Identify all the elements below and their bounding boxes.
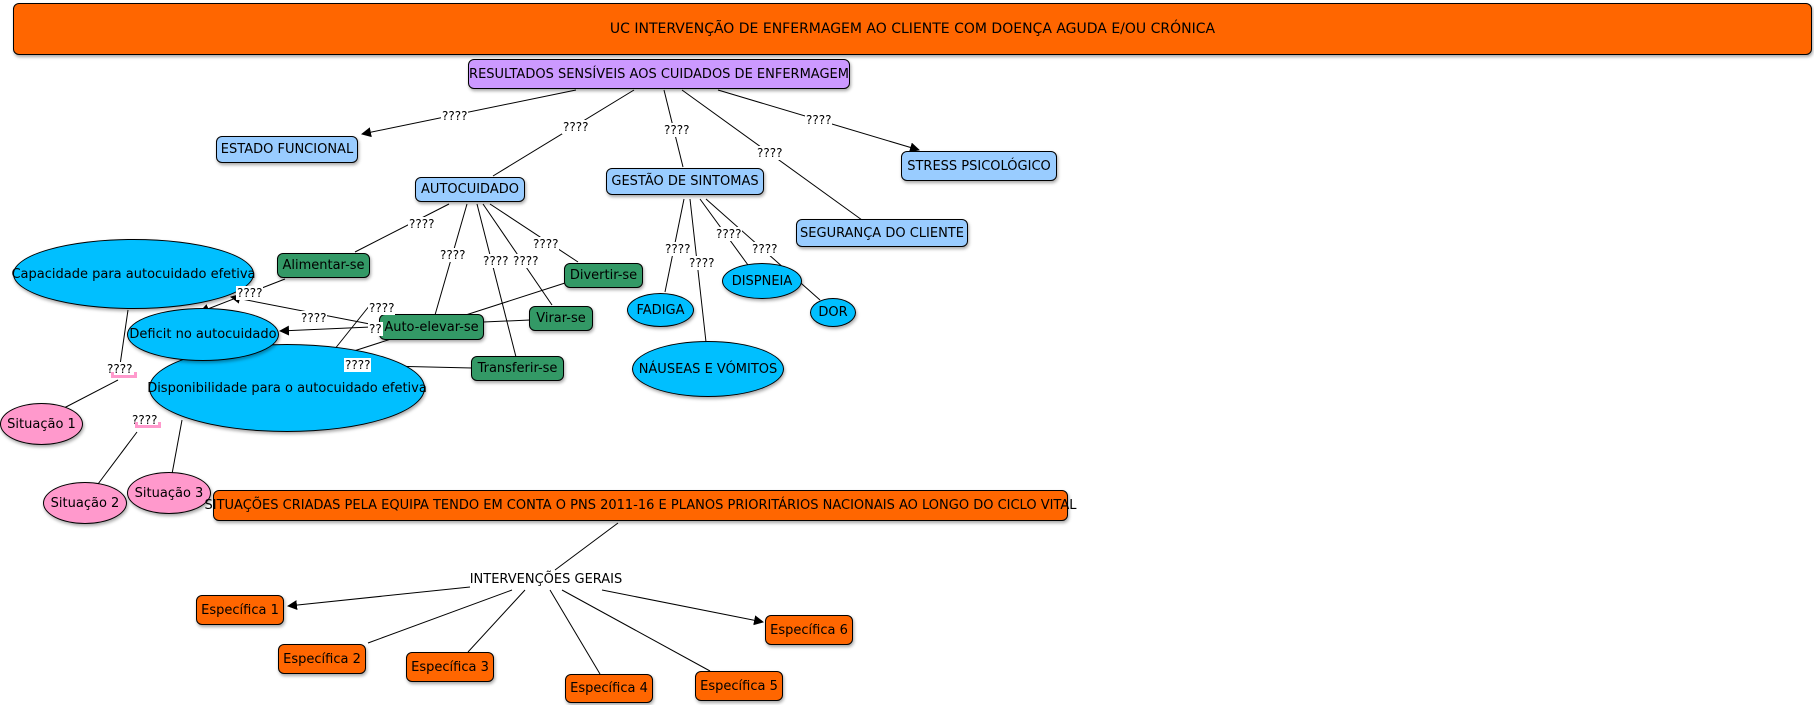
- node-especifica-2-label: Específica 2: [283, 651, 361, 667]
- link-label: ????: [482, 254, 510, 268]
- node-transferir-label: Transferir-se: [477, 361, 558, 376]
- node-situacoes-criadas-label: SITUAÇÕES CRIADAS PELA EQUIPA TENDO EM C…: [204, 498, 1077, 513]
- node-alimentar-se[interactable]: Alimentar-se: [277, 253, 370, 278]
- node-situacoes-criadas[interactable]: SITUAÇÕES CRIADAS PELA EQUIPA TENDO EM C…: [205, 490, 1077, 521]
- link-label: ????: [512, 254, 540, 268]
- node-deficit-label: Deficit no autocuidado: [129, 327, 277, 342]
- link-label: ????: [300, 311, 328, 325]
- node-especifica-1[interactable]: Específica 1: [196, 595, 284, 625]
- link-label: ????: [664, 242, 692, 256]
- node-autocuidado[interactable]: AUTOCUIDADO: [415, 177, 525, 202]
- node-stress-label: STRESS PSICOLÓGICO: [907, 158, 1051, 174]
- node-especifica-1-label: Específica 1: [201, 602, 279, 618]
- node-dispneia[interactable]: DISPNEIA: [722, 263, 802, 299]
- node-resultados[interactable]: RESULTADOS SENSÍVEIS AOS CUIDADOS DE ENF…: [468, 59, 850, 89]
- link-label: ????: [439, 248, 467, 262]
- link-label: ????: [441, 109, 469, 123]
- link-label: ????: [532, 237, 560, 251]
- node-fadiga[interactable]: FADIGA: [627, 293, 694, 327]
- link-label: ????: [715, 227, 743, 241]
- node-especifica-5-label: Específica 5: [700, 678, 778, 694]
- link-label: ????: [751, 242, 779, 256]
- node-transferir-se[interactable]: Transferir-se: [471, 356, 564, 381]
- node-dispneia-label: DISPNEIA: [731, 273, 793, 289]
- link-label: ????: [688, 256, 716, 270]
- node-disponibilidade-label: Disponibilidade para o autocuidado efeti…: [147, 380, 427, 396]
- node-seguranca-label: SEGURANÇA DO CLIENTE: [800, 225, 964, 241]
- node-situacao-1-label: Situação 1: [7, 416, 76, 432]
- node-situacao-3-label: Situação 3: [134, 485, 204, 501]
- link-label: ????: [756, 146, 784, 160]
- node-nauseas-vomitos[interactable]: NÁUSEAS E VÓMITOS: [632, 341, 784, 397]
- node-situacao-2[interactable]: Situação 2: [43, 482, 127, 524]
- node-especifica-5[interactable]: Específica 5: [695, 671, 783, 701]
- node-divertir-label: Divertir-se: [569, 268, 638, 283]
- uc-title-text: UC INTERVENÇÃO DE ENFERMAGEM AO CLIENTE …: [609, 21, 1216, 37]
- link-label: ????: [344, 358, 372, 372]
- link-label: ????: [663, 123, 691, 137]
- node-estado-funcional[interactable]: ESTADO FUNCIONAL: [216, 136, 358, 163]
- link-label: ????: [131, 413, 159, 427]
- node-especifica-6[interactable]: Específica 6: [765, 615, 853, 645]
- node-capacidade-label: Capacidade para autocuidado efetiva: [11, 266, 256, 282]
- node-especifica-3[interactable]: Específica 3: [406, 652, 494, 682]
- node-especifica-3-label: Específica 3: [411, 659, 489, 675]
- node-seguranca-cliente[interactable]: SEGURANÇA DO CLIENTE: [796, 219, 968, 247]
- link-label: ????: [562, 120, 590, 134]
- node-auto-elevar-se[interactable]: Auto-elevar-se: [379, 314, 484, 340]
- situation-link-marker: [111, 372, 137, 378]
- node-especifica-4[interactable]: Específica 4: [565, 674, 653, 703]
- link-label: ????: [236, 286, 264, 300]
- node-especifica-2[interactable]: Específica 2: [278, 644, 366, 674]
- link-label: ????: [805, 113, 833, 127]
- node-dor[interactable]: DOR: [810, 298, 856, 327]
- node-gestao-sintomas[interactable]: GESTÃO DE SINTOMAS: [606, 168, 764, 195]
- node-dor-label: DOR: [818, 305, 848, 320]
- node-situacao-1[interactable]: Situação 1: [0, 403, 83, 445]
- node-stress-psicologico[interactable]: STRESS PSICOLÓGICO: [901, 151, 1057, 181]
- node-estado-funcional-label: ESTADO FUNCIONAL: [220, 142, 354, 157]
- node-especifica-6-label: Específica 6: [770, 622, 848, 638]
- node-capacidade-autocuidado[interactable]: Capacidade para autocuidado efetiva: [11, 239, 256, 309]
- uc-title-banner: UC INTERVENÇÃO DE ENFERMAGEM AO CLIENTE …: [13, 3, 1812, 55]
- node-auto-elevar-label: Auto-elevar-se: [384, 319, 479, 335]
- node-alimentar-label: Alimentar-se: [282, 258, 365, 273]
- node-situacao-3[interactable]: Situação 3: [127, 472, 211, 514]
- node-resultados-label: RESULTADOS SENSÍVEIS AOS CUIDADOS DE ENF…: [469, 66, 849, 82]
- node-intervencoes-gerais-label: INTERVENÇÕES GERAIS: [469, 571, 623, 587]
- link-label: ????: [408, 217, 436, 231]
- node-virar-se[interactable]: Virar-se: [529, 306, 593, 331]
- situation-link-marker: [135, 422, 161, 428]
- node-autocuidado-label: AUTOCUIDADO: [421, 182, 519, 197]
- node-gestao-sintomas-label: GESTÃO DE SINTOMAS: [611, 174, 759, 189]
- node-virar-label: Virar-se: [536, 311, 586, 326]
- node-fadiga-label: FADIGA: [636, 302, 685, 318]
- link-label-partial: ??: [368, 322, 383, 336]
- node-nauseas-label: NÁUSEAS E VÓMITOS: [638, 361, 778, 377]
- node-deficit-autocuidado[interactable]: Deficit no autocuidado: [127, 308, 279, 361]
- node-intervencoes-gerais[interactable]: INTERVENÇÕES GERAIS: [466, 569, 626, 589]
- link-label: ????: [368, 301, 396, 315]
- node-situacao-2-label: Situação 2: [50, 495, 120, 511]
- node-divertir-se[interactable]: Divertir-se: [564, 263, 643, 288]
- node-especifica-4-label: Específica 4: [570, 681, 648, 696]
